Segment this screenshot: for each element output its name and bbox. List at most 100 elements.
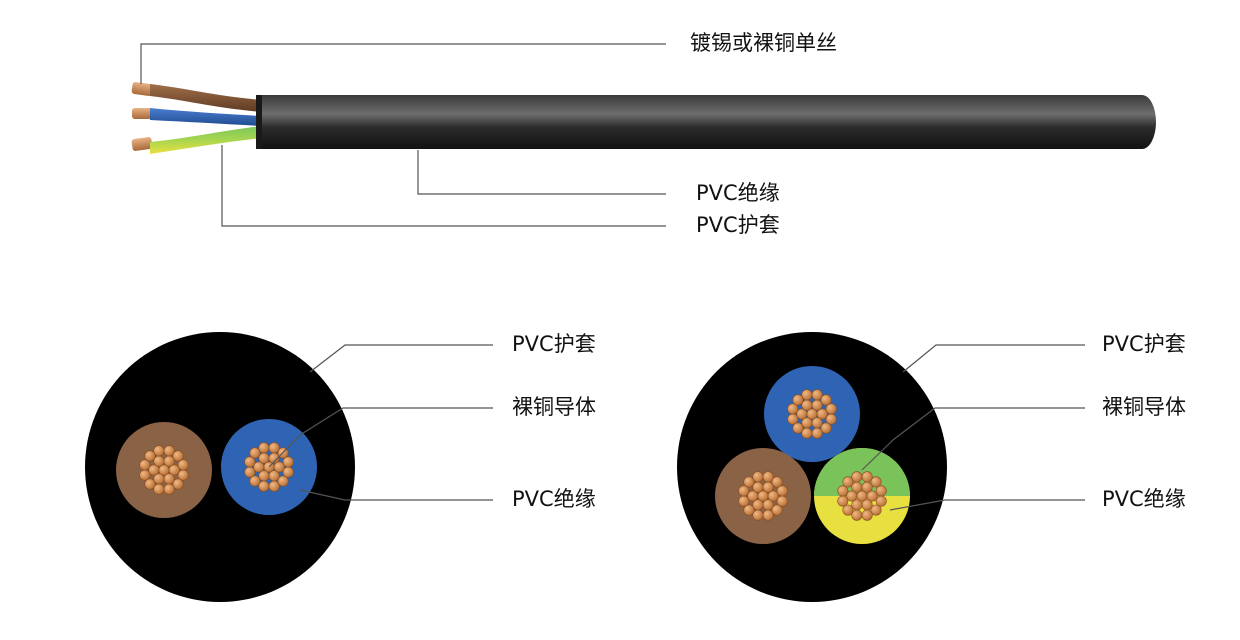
copper-wire bbox=[743, 504, 755, 516]
copper-wire bbox=[870, 476, 882, 488]
cross-3core-leader-lines bbox=[861, 344, 1085, 511]
copper-wire bbox=[153, 445, 165, 457]
copper-wire bbox=[762, 471, 774, 483]
copper-wire bbox=[825, 403, 837, 415]
copper-wire bbox=[258, 452, 270, 464]
copper-wire bbox=[163, 483, 175, 495]
leader-insulation-side bbox=[417, 150, 666, 195]
label-sheath-2core: PVC护套 bbox=[512, 332, 596, 356]
copper-wire bbox=[249, 475, 261, 487]
sheath-circle bbox=[85, 332, 355, 602]
cable-jacket bbox=[258, 95, 1156, 149]
copper-wire bbox=[792, 394, 804, 406]
copper-bundle bbox=[738, 471, 788, 521]
copper-wire bbox=[144, 478, 156, 490]
copper-wire bbox=[851, 509, 863, 521]
copper-wire bbox=[851, 481, 863, 493]
copper-bundle bbox=[787, 389, 837, 439]
copper-wire bbox=[258, 480, 270, 492]
copper-wire bbox=[282, 456, 294, 468]
label-insulation-2core: PVC绝缘 bbox=[512, 487, 596, 511]
label-sheath-3core: PVC护套 bbox=[1102, 332, 1186, 356]
brown-core bbox=[150, 84, 262, 112]
copper-wire bbox=[163, 455, 175, 467]
copper-wire bbox=[762, 509, 774, 521]
copper-wire bbox=[875, 485, 887, 497]
copper-wire bbox=[776, 485, 788, 497]
leader-insulation-2core bbox=[299, 489, 493, 501]
leader-insulation-3core bbox=[889, 499, 1085, 511]
copper-wire bbox=[816, 408, 828, 420]
leader-conductor-strands bbox=[140, 43, 666, 84]
blue-core bbox=[150, 108, 262, 126]
copper-wire bbox=[253, 461, 265, 473]
copper-wire bbox=[738, 485, 750, 497]
copper-wire bbox=[153, 455, 165, 467]
copper-wire bbox=[801, 427, 813, 439]
copper-wire bbox=[787, 403, 799, 415]
copper-wire bbox=[811, 417, 823, 429]
copper-wire bbox=[767, 490, 779, 502]
copper-wire bbox=[861, 509, 873, 521]
cross-2core-leader-lines bbox=[268, 344, 493, 501]
copper-wire bbox=[752, 481, 764, 493]
label-conductor-strands: 镀锡或裸铜单丝 bbox=[690, 31, 837, 55]
copper-wire bbox=[837, 485, 849, 497]
copper-wire bbox=[258, 442, 270, 454]
copper-wire bbox=[861, 499, 873, 511]
copper-wire bbox=[148, 464, 160, 476]
copper-bundle bbox=[244, 442, 294, 492]
copper-wire bbox=[273, 461, 285, 473]
copper-wire bbox=[792, 422, 804, 434]
copper-wire bbox=[820, 422, 832, 434]
copper-wire bbox=[811, 389, 823, 401]
copper-wire bbox=[787, 413, 799, 425]
copper-wire bbox=[801, 389, 813, 401]
label-conductor-3core: 裸铜导体 bbox=[1102, 395, 1186, 419]
copper-wire bbox=[861, 471, 873, 483]
cross-section-2core bbox=[85, 332, 355, 602]
copper-wire bbox=[163, 445, 175, 457]
copper-wire bbox=[866, 490, 878, 502]
copper-wire bbox=[268, 470, 280, 482]
copper-wire bbox=[762, 481, 774, 493]
copper-wire bbox=[752, 471, 764, 483]
copper-wire bbox=[743, 476, 755, 488]
copper-wire bbox=[811, 427, 823, 439]
copper-wire bbox=[172, 478, 184, 490]
copper-wire bbox=[820, 394, 832, 406]
copper-wire bbox=[268, 480, 280, 492]
leader-conductor-3core bbox=[861, 407, 1085, 471]
copper-wire bbox=[771, 476, 783, 488]
yellow-green-core bbox=[150, 126, 262, 154]
copper-wire bbox=[249, 447, 261, 459]
leader-sheath-3core bbox=[902, 344, 1085, 373]
copper-wire bbox=[172, 450, 184, 462]
copper-wire bbox=[244, 466, 256, 478]
copper-strand-tips bbox=[131, 82, 153, 151]
copper-wire bbox=[747, 490, 759, 502]
copper-wire bbox=[846, 490, 858, 502]
copper-wire bbox=[842, 504, 854, 516]
copper-wire bbox=[752, 509, 764, 521]
copper-wire bbox=[796, 408, 808, 420]
copper-wire bbox=[870, 504, 882, 516]
copper-wire bbox=[842, 476, 854, 488]
copper-wire bbox=[811, 399, 823, 411]
leader-sheath-2core bbox=[309, 344, 493, 373]
copper-bundle bbox=[139, 445, 189, 495]
copper-wire bbox=[837, 495, 849, 507]
cable-side-view bbox=[131, 82, 1156, 154]
label-insulation-3core: PVC绝缘 bbox=[1102, 487, 1186, 511]
copper-wire bbox=[268, 442, 280, 454]
copper-wire bbox=[244, 456, 256, 468]
copper-bundle bbox=[837, 471, 887, 521]
leader-conductor-2core bbox=[268, 407, 493, 468]
side-view-leader-lines bbox=[140, 43, 666, 227]
copper-wire bbox=[168, 464, 180, 476]
copper-wire bbox=[851, 471, 863, 483]
cross-section-3core bbox=[677, 332, 947, 602]
copper-wire bbox=[277, 475, 289, 487]
leader-sheath-side bbox=[221, 145, 666, 227]
